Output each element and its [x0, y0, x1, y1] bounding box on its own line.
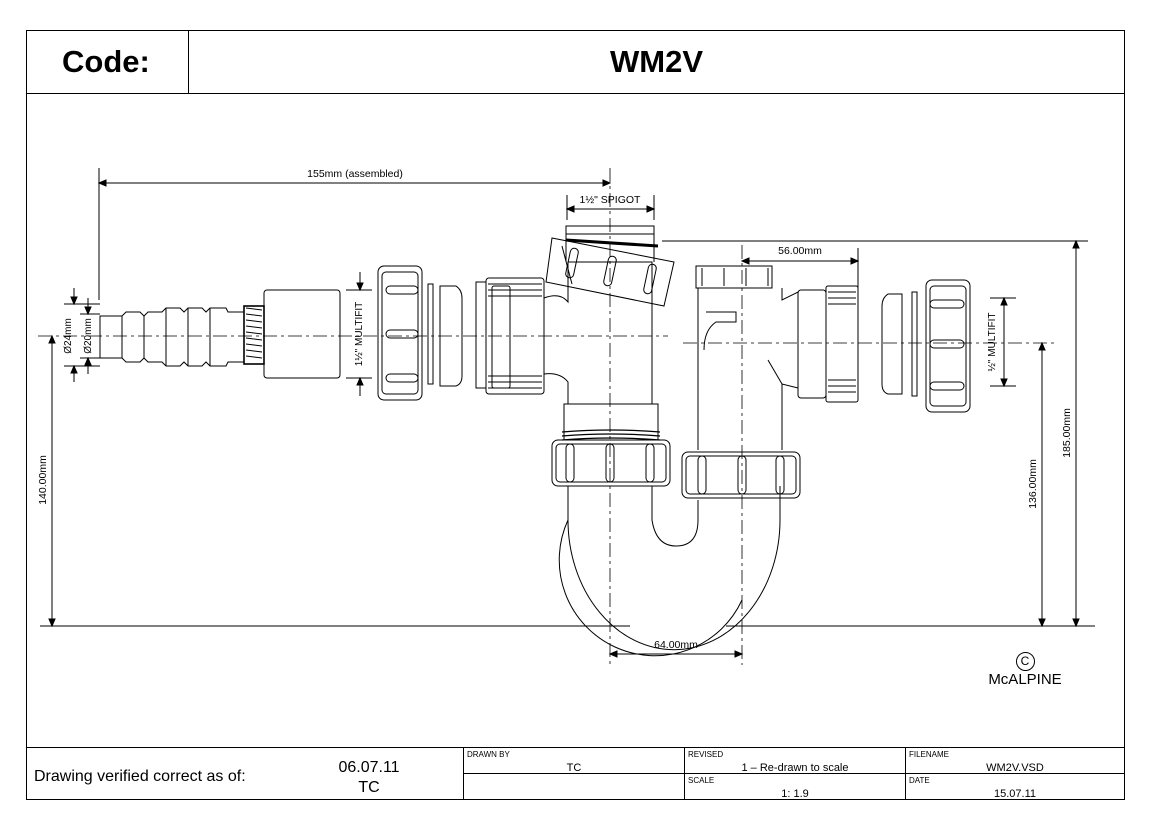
dim-trap-width-label: 64.00mm: [654, 639, 698, 651]
verified-label: Drawing verified correct as of:: [34, 768, 246, 785]
drawn-by-value: TC: [566, 762, 582, 774]
blank-cell: [463, 774, 684, 800]
dim-right-multifit-label: ½" MULTIFIT: [987, 313, 998, 372]
title-block: Drawing verified correct as of: 06.07.11…: [27, 747, 1124, 800]
dim-left-height: [48, 334, 56, 628]
hose-tail: [99, 289, 341, 379]
dim-hose-id-label: Ø20mm: [83, 318, 94, 354]
filename-caption: FILENAME: [909, 750, 950, 759]
brand-name: McALPINE: [988, 671, 1062, 688]
dim-right-multifit: [990, 296, 1016, 388]
revised-value: 1 – Re-drawn to scale: [741, 762, 849, 774]
dim-right-height: [1072, 239, 1080, 628]
date-value: 15.07.11: [993, 788, 1036, 800]
dim-spigot: [565, 195, 656, 220]
code-label: Code:: [27, 31, 189, 93]
left-washers: [427, 283, 463, 387]
drawn-by-cell: DRAWN BY TC: [463, 748, 684, 774]
dim-overall-length: [97, 168, 612, 300]
right-washers: [881, 291, 918, 397]
verified-info: 06.07.11 TC: [309, 758, 429, 798]
header-bar: Code: WM2V: [27, 31, 1124, 94]
trap-body: [475, 225, 781, 657]
verified-by: TC: [358, 779, 380, 796]
dim-trap-width: [608, 650, 744, 658]
dim-mid-height: [1038, 341, 1046, 628]
mcalpine-logo: C McALPINE: [980, 652, 1070, 688]
centre-lines: [38, 168, 1055, 665]
dim-spigot-label: 1½" SPIGOT: [580, 194, 641, 206]
dim-outlet-offset-label: 56.00mm: [778, 245, 822, 257]
revised-caption: REVISED: [688, 750, 724, 759]
dim-hose-diameters: [64, 288, 100, 382]
verified-date: 06.07.11: [338, 759, 400, 776]
drawing-sheet: Code: WM2V Drawing verified correct as o…: [26, 30, 1125, 800]
dim-overall-length-label: 155mm (assembled): [307, 168, 403, 180]
scale-cell: SCALE 1: 1.9: [684, 774, 905, 800]
filename-value: WM2V.VSD: [986, 762, 1044, 774]
date-caption: DATE: [909, 776, 930, 785]
dim-hose-od-label: Ø24mm: [63, 318, 74, 354]
filename-cell: FILENAME WM2V.VSD: [905, 748, 1124, 774]
scale-value: 1: 1.9: [781, 788, 809, 800]
outlet-riser: [681, 265, 859, 499]
dim-left-multifit: [346, 272, 372, 396]
date-cell: DATE 15.07.11: [905, 774, 1124, 800]
scale-caption: SCALE: [688, 776, 715, 785]
left-compression-nut: [377, 265, 423, 401]
dim-left-height-label: 140.00mm: [37, 455, 49, 505]
product-code: WM2V: [610, 44, 703, 79]
dim-left-multifit-label: 1½" MULTIFIT: [354, 302, 365, 366]
dim-mid-height-label: 136.00mm: [1027, 459, 1039, 509]
right-compression-nut: [925, 279, 971, 413]
revised-cell: REVISED 1 – Re-drawn to scale: [684, 748, 905, 774]
drawn-by-caption: DRAWN BY: [467, 750, 510, 759]
dim-right-height-label: 185.00mm: [1061, 408, 1073, 458]
dim-outlet-offset: [740, 248, 860, 290]
